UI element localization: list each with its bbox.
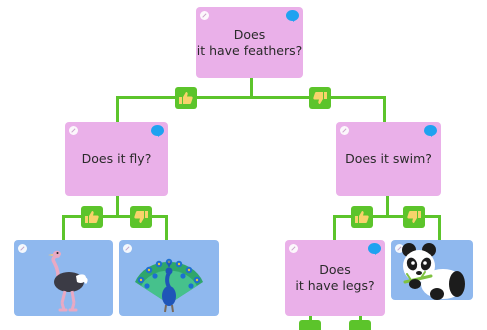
edit-dot-icon[interactable] (200, 11, 209, 20)
thumbs-down-icon[interactable] (130, 206, 152, 228)
comment-bubble-icon[interactable] (424, 125, 437, 137)
comment-bubble-icon[interactable] (368, 243, 381, 255)
connector-line (438, 215, 441, 240)
connector-line (333, 215, 441, 218)
thumbs-up-icon[interactable] (175, 87, 197, 109)
edit-dot-icon[interactable] (18, 244, 27, 253)
question-text: Does it have legs? (295, 262, 375, 293)
question-node-fly[interactable]: Does it fly? (65, 122, 168, 196)
comment-bubble-icon[interactable] (151, 125, 164, 137)
question-text: Does it have feathers? (196, 26, 303, 58)
question-text: Does it swim? (345, 151, 432, 166)
panda-icon (402, 243, 465, 300)
animal-node-peacock[interactable] (119, 240, 219, 316)
edit-dot-icon[interactable] (69, 126, 78, 135)
connector-line (165, 215, 168, 240)
animal-node-ostrich[interactable] (14, 240, 113, 316)
connector-line (250, 78, 253, 98)
thumbs-up-icon[interactable] (81, 206, 103, 228)
connector-line (386, 196, 389, 218)
edit-dot-icon[interactable] (395, 244, 404, 253)
connector-line (383, 96, 386, 124)
thumbs-up-icon[interactable] (351, 206, 373, 228)
thumbs-down-icon[interactable] (403, 206, 425, 228)
animal-node-panda[interactable] (391, 240, 473, 300)
edit-dot-icon[interactable] (289, 244, 298, 253)
thumbs-down-icon[interactable] (309, 87, 331, 109)
question-node-legs[interactable]: Does it have legs? (285, 240, 385, 316)
question-text: Does it fly? (81, 151, 152, 166)
ostrich-icon (48, 250, 88, 312)
connector-line (62, 215, 65, 240)
comment-bubble-icon[interactable] (286, 10, 299, 22)
edit-dot-icon[interactable] (340, 126, 349, 135)
connector-line (62, 215, 168, 218)
thumbs-up-icon[interactable] (299, 320, 321, 330)
question-node-feathers[interactable]: Does it have feathers? (196, 7, 303, 78)
connector-line (333, 215, 336, 240)
connector-line (116, 196, 119, 218)
edit-dot-icon[interactable] (123, 244, 132, 253)
connector-line (116, 96, 386, 99)
question-node-swim[interactable]: Does it swim? (336, 122, 441, 196)
thumbs-down-icon[interactable] (349, 320, 371, 330)
connector-line (116, 96, 119, 124)
peacock-icon (135, 258, 203, 313)
